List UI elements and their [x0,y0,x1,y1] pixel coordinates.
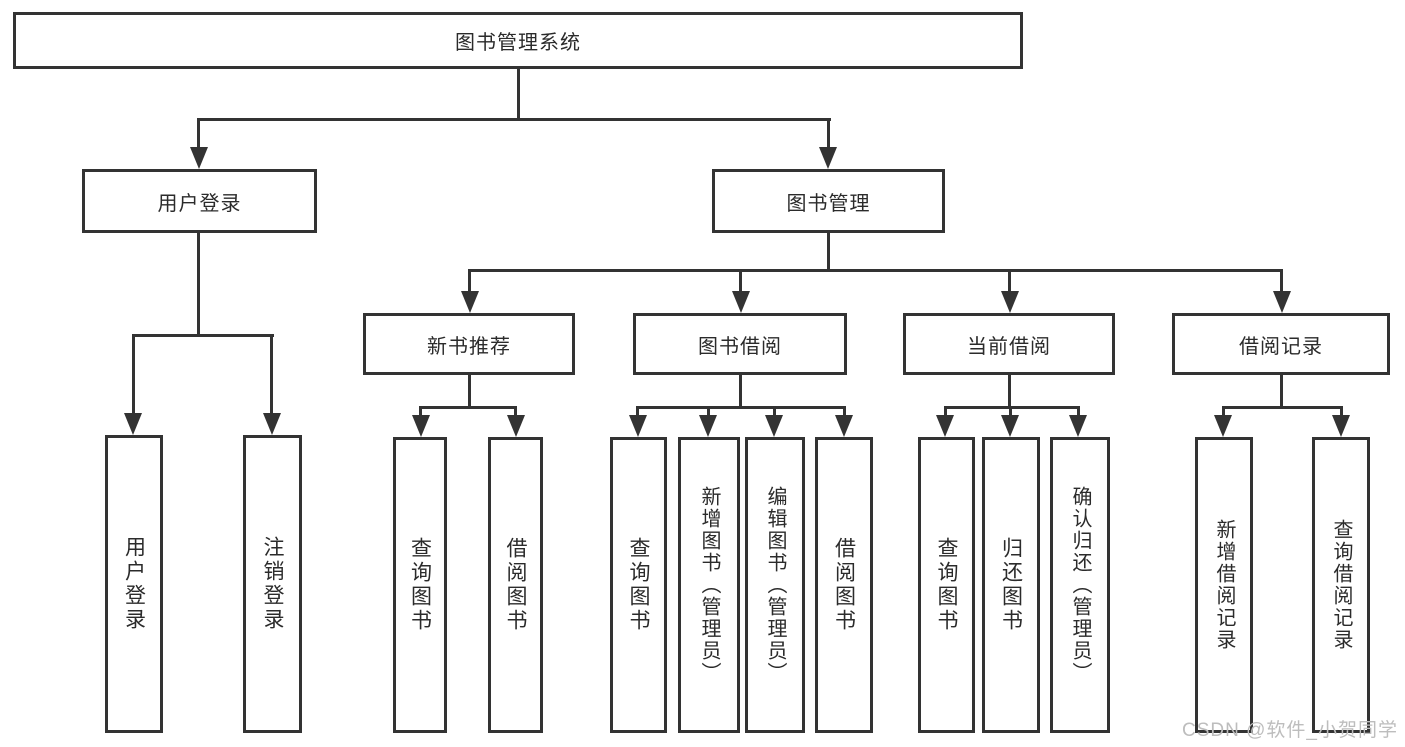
arrowhead-nb-query [412,415,430,437]
node-current-borrowing-label: 当前借阅 [967,335,1051,358]
leaf-bb-add-books-admin: 新增图书（管理员） [678,437,740,733]
node-root-label: 图书管理系统 [455,32,581,54]
connector-records-rail [1222,406,1343,409]
arrowhead-current [1001,291,1019,313]
csdn-watermark: CSDN @软件_小贺同学 [1182,720,1398,741]
arrowhead-bb-query [629,415,647,437]
leaf-bb-edit-books-admin: 编辑图书（管理员） [745,437,805,733]
leaf-user-login: 用户登录 [105,435,163,733]
leaf-cb-return-books-label: 归还图书 [999,537,1023,633]
connector-to-cb-return [1009,406,1012,418]
leaf-cb-query-books-label: 查询图书 [935,537,958,633]
connector-to-br-add [1222,406,1225,418]
leaf-nb-borrow-books-label: 借阅图书 [504,537,527,633]
connector-to-user-login [197,118,200,150]
leaf-cb-confirm-return-admin: 确认归还（管理员） [1050,437,1110,733]
connector-borrowing-stem [739,375,742,408]
connector-to-cb-query [944,406,947,418]
arrowhead-user-login [190,147,208,169]
leaf-user-login-label: 用户登录 [122,536,146,632]
connector-to-records [1280,269,1283,295]
node-book-borrowing-label: 图书借阅 [698,335,782,358]
leaf-nb-query-books-label: 查询图书 [408,537,432,633]
arrowhead-borrowing [732,291,750,313]
connector-to-new-books [468,269,471,295]
leaf-nb-query-books: 查询图书 [393,437,447,733]
connector-to-bb-query [636,406,639,418]
connector-to-current [1008,269,1011,295]
arrowhead-login-leaf [124,413,142,435]
arrowhead-book-mgmt [819,147,837,169]
connector-to-bb-add [707,406,710,418]
node-root: 图书管理系统 [13,12,1023,69]
leaf-bb-edit-books-admin-label: 编辑图书（管理员） [764,486,786,684]
node-book-borrowing: 图书借阅 [633,313,847,375]
leaf-cb-confirm-return-admin-label: 确认归还（管理员） [1069,486,1091,684]
arrowhead-bb-add [699,415,717,437]
leaf-logout: 注销登录 [243,435,302,733]
arrowhead-br-add [1214,415,1232,437]
arrowhead-bb-edit [765,415,783,437]
arrowhead-records [1273,291,1291,313]
connector-book-mgmt-rail [468,269,1282,272]
node-book-mgmt-label: 图书管理 [786,192,871,215]
connector-new-books-rail [419,406,517,409]
connector-root-rail [197,118,831,121]
node-borrowing-records-label: 借阅记录 [1239,335,1323,358]
leaf-br-query-record-label: 查询借阅记录 [1330,519,1352,651]
connector-to-bb-edit [773,406,776,418]
connector-to-nb-query [419,406,422,418]
leaf-bb-add-books-admin-label: 新增图书（管理员） [698,486,720,684]
arrowhead-new-books [461,291,479,313]
leaf-nb-borrow-books: 借阅图书 [488,437,543,733]
connector-user-login-stem [197,233,200,336]
arrowhead-bb-borrow [835,415,853,437]
node-new-book-recommend: 新书推荐 [363,313,575,375]
connector-borrowing-rail [636,406,846,409]
leaf-bb-query-books-label: 查询图书 [627,537,650,633]
leaf-bb-borrow-books: 借阅图书 [815,437,873,733]
node-user-login-label: 用户登录 [157,192,242,215]
arrowhead-nb-borrow [507,415,525,437]
leaf-bb-query-books: 查询图书 [610,437,667,733]
leaf-cb-query-books: 查询图书 [918,437,975,733]
connector-book-mgmt-stem [827,233,830,271]
arrowhead-cb-confirm [1069,415,1087,437]
arrowhead-cb-query [936,415,954,437]
node-borrowing-records: 借阅记录 [1172,313,1390,375]
leaf-br-add-record-label: 新增借阅记录 [1213,519,1235,651]
connector-to-bb-borrow [843,406,846,418]
connector-current-stem [1008,375,1011,408]
connector-records-stem [1280,375,1283,408]
connector-new-books-stem [468,375,471,408]
connector-to-book-mgmt [827,118,830,150]
connector-to-nb-borrow [514,406,517,418]
leaf-cb-return-books: 归还图书 [982,437,1040,733]
arrowhead-cb-return [1001,415,1019,437]
connector-to-br-query [1340,406,1343,418]
connector-current-rail [944,406,1080,409]
connector-user-login-rail [132,334,274,337]
leaf-logout-label: 注销登录 [261,536,284,632]
connector-to-login-leaf [132,334,135,416]
arrowhead-logout-leaf [263,413,281,435]
leaf-br-add-record: 新增借阅记录 [1195,437,1253,733]
node-user-login: 用户登录 [82,169,317,233]
connector-to-cb-confirm [1077,406,1080,418]
connector-to-logout-leaf [270,334,273,416]
connector-to-borrowing [739,269,742,295]
connector-root-stem [517,69,520,120]
leaf-br-query-record: 查询借阅记录 [1312,437,1370,733]
node-book-mgmt: 图书管理 [712,169,945,233]
node-new-book-recommend-label: 新书推荐 [427,335,511,358]
arrowhead-br-query [1332,415,1350,437]
leaf-bb-borrow-books-label: 借阅图书 [832,537,856,633]
node-current-borrowing: 当前借阅 [903,313,1115,375]
